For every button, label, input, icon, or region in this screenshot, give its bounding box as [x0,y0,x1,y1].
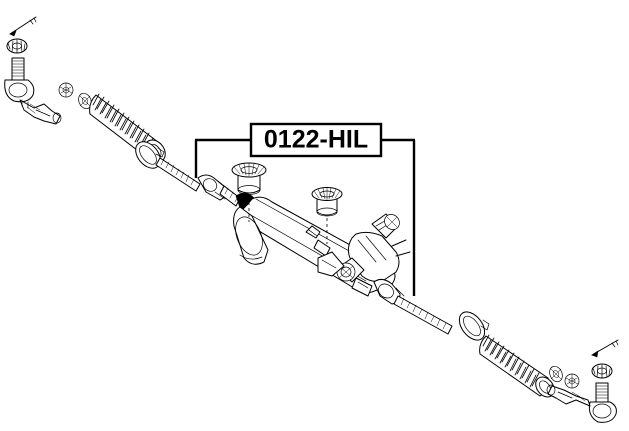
part-inner-tie-rod-left [197,174,241,207]
part-clamp-small-right-2 [564,373,580,389]
part-castle-nut-left [6,38,28,54]
part-tie-rod-end-left [4,57,62,125]
part-castle-nut-right [591,363,613,379]
part-cotter-pin-left [9,16,37,37]
part-clamp-small-left [58,82,74,98]
part-clamp-small-left-2 [78,92,92,110]
callout-leader-left [194,138,251,178]
part-tie-rod-end-right [546,382,617,423]
part-clamp-small-right [549,365,563,383]
callout-part-number: 0122-HIL [249,122,383,158]
part-boot-ring-right [458,311,490,341]
part-valve-housing [317,213,411,297]
callout-box-rect [249,122,383,158]
callout-leader-right [381,138,416,296]
part-bushing-left [231,162,267,222]
part-bushing-right [311,186,343,244]
part-cotter-pin-right [591,339,619,358]
part-inner-tie-rod-right [373,278,453,335]
part-bellows-boot-right [479,334,555,398]
part-rack-shaft-left [155,157,201,192]
part-boot-ring-left [135,141,165,169]
callout-part-number-text: 0122-HIL [264,126,368,154]
